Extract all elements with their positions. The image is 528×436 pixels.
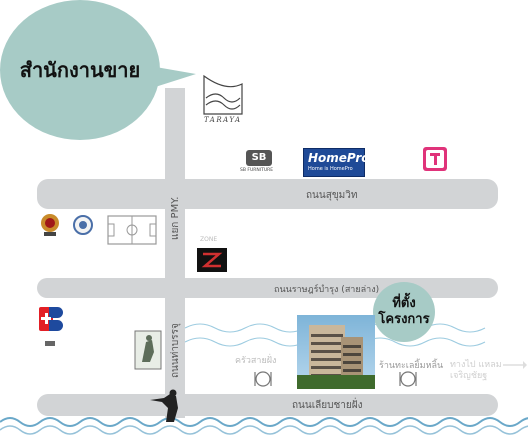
project-building-image xyxy=(297,315,375,389)
direction-faded-text: ทางไป แหลมเจริญชัยฐ xyxy=(450,360,502,381)
police-emblem-icon xyxy=(73,215,93,235)
restaurant-right-icon xyxy=(399,371,417,387)
ratbamrung-label: ถนนราษฎร์บำรุง (สายล่าง) xyxy=(274,285,380,295)
bubble-pointer xyxy=(150,66,196,88)
pmy-label: แยก PMY. xyxy=(170,196,181,240)
sukhumvit-road xyxy=(37,179,498,209)
thaiwatsadu-logo xyxy=(423,147,447,171)
pmy-road xyxy=(165,88,185,418)
sb-furniture-logo: SB SB FURNITURE xyxy=(240,150,274,173)
hospital-logo xyxy=(39,307,63,331)
homepro-tagline: Home is HomePro xyxy=(308,166,353,172)
restaurant-left-label: ครัวสายฝั่ง xyxy=(235,356,277,366)
beach-road xyxy=(37,394,498,416)
direction-arrow-icon xyxy=(503,361,527,369)
taraya-text: TARAYA xyxy=(204,116,242,124)
zone-caption: ZONE xyxy=(200,236,218,243)
project-label-line2: โครงการ xyxy=(378,312,430,327)
zone-logo xyxy=(197,248,227,272)
restaurant-right-label: ร้านทะเลยิ้มหลิ้น xyxy=(379,361,444,371)
football-field-icon xyxy=(107,215,157,245)
project-label-line1: ที่ตั้ง xyxy=(392,296,416,311)
crown-icon xyxy=(45,341,55,346)
sukhumvit-label: ถนนสุขุมวิท xyxy=(306,190,358,201)
taraya-logo: TARAYA xyxy=(198,70,246,126)
homepro-logo: HomePro Home is HomePro xyxy=(303,148,370,177)
thabruk-label: ถนนท่าบรรจุ xyxy=(170,323,181,378)
sales-office-label: สำนักงานขาย xyxy=(19,58,141,82)
government-emblem-icon xyxy=(41,214,59,236)
sb-furniture-text: SB FURNITURE xyxy=(240,168,274,173)
statue-icon xyxy=(134,330,162,370)
statue-silhouette-icon xyxy=(150,389,178,422)
homepro-name: HomePro xyxy=(308,151,370,165)
beach-road-label: ถนนเลียบชายฝั่ง xyxy=(292,400,363,411)
restaurant-left-icon xyxy=(254,371,272,387)
sales-office-bubble: สำนักงานขาย xyxy=(0,0,160,140)
sea-waves xyxy=(0,417,528,435)
project-location-bubble: ที่ตั้ง โครงการ xyxy=(373,282,435,342)
